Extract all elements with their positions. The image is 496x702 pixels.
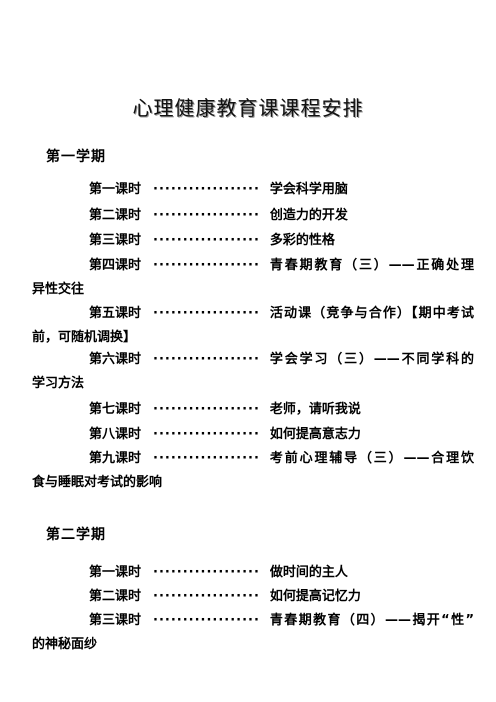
lesson-number: 第八课时: [89, 427, 142, 442]
leader-dots: ··················: [153, 565, 260, 580]
lesson-row: 第三课时 ·················· 青春期教育（四）——揭开“性” 的神…: [32, 609, 474, 657]
lesson-number: 第九课时: [89, 451, 142, 466]
lesson-topic-continuation: 的神秘面纱: [32, 637, 98, 652]
lesson-topic: 活动课（竞争与合作）【期中考试: [269, 306, 474, 321]
lesson-topic: 老师，请听我说: [269, 402, 361, 417]
leader-dots: ··················: [153, 427, 260, 442]
lesson-row: 第二课时 ·················· 创造力的开发: [32, 204, 474, 228]
lesson-topic: 青春期教育（四）——揭开“性”: [269, 613, 474, 628]
leader-dots: ··················: [153, 613, 260, 628]
leader-dots: ··················: [153, 451, 260, 466]
lesson-row: 第四课时 ·················· 青春期教育（三）——正确处理 异性交…: [32, 254, 474, 302]
leader-dots: ··················: [153, 208, 260, 223]
lesson-number: 第三课时: [89, 233, 142, 248]
lesson-topic: 学会学习（三）——不同学科的: [269, 352, 474, 367]
lesson-row: 第六课时 ·················· 学会学习（三）——不同学科的 学习方…: [32, 348, 474, 396]
lesson-number: 第四课时: [89, 258, 142, 273]
lesson-topic-continuation: 食与睡眠对考试的影响: [32, 475, 163, 490]
leader-dots: ··················: [153, 258, 260, 273]
lesson-row: 第一课时 ·················· 学会科学用脑: [32, 178, 474, 202]
lesson-number: 第六课时: [89, 352, 142, 367]
lesson-topic: 如何提高意志力: [269, 427, 361, 442]
leader-dots: ··················: [153, 182, 260, 197]
semester-heading-1: 第一学期: [46, 149, 106, 165]
lesson-number: 第七课时: [89, 402, 142, 417]
semester-heading-2: 第二学期: [46, 527, 106, 543]
page-title: 心理健康教育课课程安排: [132, 96, 364, 120]
lesson-number: 第五课时: [89, 306, 142, 321]
leader-dots: ··················: [153, 402, 260, 417]
lesson-topic: 创造力的开发: [269, 208, 348, 223]
lesson-topic: 青春期教育（三）——正确处理: [269, 258, 474, 273]
lesson-row: 第一课时 ·················· 做时间的主人: [32, 561, 474, 585]
leader-dots: ··················: [153, 233, 260, 248]
lesson-number: 第一课时: [89, 182, 142, 197]
lesson-topic-continuation: 学习方法: [32, 376, 85, 391]
lesson-topic-continuation: 异性交往: [32, 282, 85, 297]
leader-dots: ··················: [153, 352, 260, 367]
lesson-topic-continuation: 前，可随机调换】: [32, 330, 137, 345]
lesson-topic: 做时间的主人: [269, 565, 348, 580]
leader-dots: ··················: [153, 589, 260, 604]
lesson-topic: 如何提高记忆力: [269, 589, 361, 604]
lesson-topic: 多彩的性格: [269, 233, 335, 248]
lesson-number: 第二课时: [89, 589, 142, 604]
lesson-number: 第二课时: [89, 208, 142, 223]
lesson-row: 第九课时 ·················· 考前心理辅导（三）——合理饮 食与睡…: [32, 447, 474, 495]
lesson-row: 第二课时 ·················· 如何提高记忆力: [32, 585, 474, 609]
lesson-topic: 考前心理辅导（三）——合理饮: [269, 451, 474, 466]
lesson-row: 第五课时 ·················· 活动课（竞争与合作）【期中考试 前，…: [32, 302, 474, 350]
lesson-number: 第一课时: [89, 565, 142, 580]
lesson-topic: 学会科学用脑: [269, 182, 348, 197]
lesson-row: 第七课时 ·················· 老师，请听我说: [32, 398, 474, 422]
lesson-row: 第八课时 ·················· 如何提高意志力: [32, 423, 474, 447]
lesson-number: 第三课时: [89, 613, 142, 628]
lesson-row: 第三课时 ·················· 多彩的性格: [32, 229, 474, 253]
leader-dots: ··················: [153, 306, 260, 321]
